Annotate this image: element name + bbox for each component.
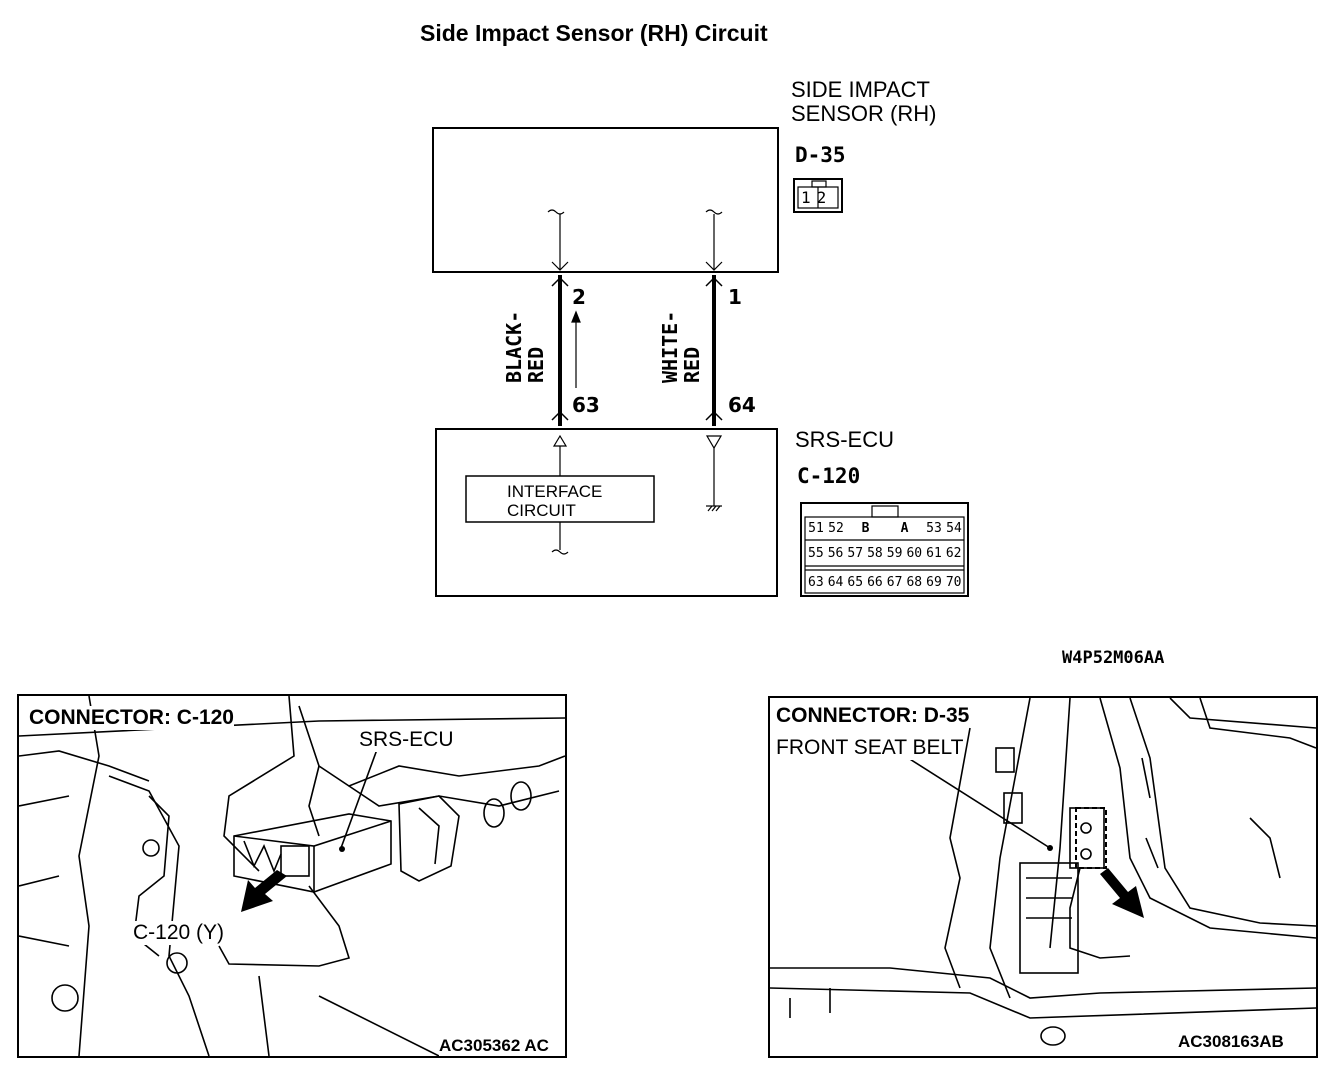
c120-pin: 55	[808, 546, 824, 561]
c120-location-arrow	[241, 870, 287, 912]
c120-pin: 60	[906, 546, 923, 561]
diagram-title: Side Impact Sensor (RH) Circuit	[420, 20, 768, 46]
c120-pin: 53	[926, 521, 942, 536]
d35-pin-1: 1	[801, 188, 811, 207]
photo-d35-id: AC308163AB	[1178, 1032, 1284, 1052]
d35-connector-icon	[793, 178, 843, 213]
sensor-internal-wires	[547, 209, 723, 271]
wire-color-line2: RED	[524, 346, 548, 383]
wire-color-line2: RED	[680, 346, 704, 383]
c120-pin: 51	[808, 521, 824, 536]
c120-pin: 65	[847, 575, 864, 590]
c120-pin: 64	[827, 575, 844, 590]
photo-d35-part-label: FRONT SEAT BELT	[776, 736, 964, 760]
ecu-pin-63: 63	[572, 393, 600, 417]
sensor-pin-2: 2	[572, 285, 586, 309]
c120-pin: B	[861, 521, 870, 536]
figure-id: W4P52M06AA	[1062, 648, 1165, 668]
ecu-connector-code: C-120	[797, 464, 861, 488]
wire-color-line1: WHITE-	[658, 310, 682, 383]
wire-color-line1: BLACK-	[502, 310, 526, 383]
c120-pin: 61	[926, 546, 942, 561]
c120-pin: 52	[828, 521, 844, 536]
c120-row1: 51 52 B A 53 54	[806, 519, 964, 538]
interface-line2: CIRCUIT	[507, 501, 576, 520]
photo-d35-heading: CONNECTOR: D-35	[776, 704, 970, 728]
c120-pin-grid: 51 52 B A 53 54 55 56 57 58 59 60 61 62 …	[806, 519, 964, 592]
harness-wires	[558, 275, 716, 426]
c120-pin: 63	[808, 575, 824, 590]
photo-connector-c120: CONNECTOR: C-120 SRS-ECU C-120 (Y) AC305…	[17, 694, 567, 1058]
c120-pin: 59	[886, 546, 903, 561]
sensor-pin-1: 1	[728, 285, 742, 309]
wire-color-black-red: BLACK- RED	[502, 310, 548, 383]
sensor-name-line1: SIDE IMPACT	[791, 77, 930, 102]
photo-d35-drawing	[770, 698, 1316, 1046]
sensor-connector-code: D-35	[795, 143, 846, 167]
photo-c120-heading: CONNECTOR: C-120	[29, 706, 234, 730]
interface-circuit-label: INTERFACE CIRCUIT	[507, 482, 602, 520]
sensor-name-line2: SENSOR (RH)	[791, 101, 937, 126]
wire-color-white-red: WHITE- RED	[658, 310, 704, 383]
c120-pin: 67	[886, 575, 903, 590]
ecu-pin-64: 64	[728, 393, 756, 417]
c120-pin: 57	[847, 546, 864, 561]
photo-c120-drawing	[19, 696, 565, 1056]
current-direction-arrow	[571, 310, 581, 388]
photo-c120-id: AC305362 AC	[439, 1036, 549, 1056]
photo-c120-connector-label: C-120 (Y)	[133, 921, 225, 945]
c120-pin: A	[900, 521, 909, 536]
c120-pin: 62	[945, 546, 962, 561]
interface-line1: INTERFACE	[507, 482, 603, 501]
c120-connector-frame	[800, 502, 969, 597]
c120-pin: 70	[945, 575, 962, 590]
ecu-internal-wires	[551, 434, 723, 555]
ecu-box	[435, 428, 778, 597]
sensor-box	[432, 127, 779, 273]
c120-pin: 68	[906, 575, 923, 590]
photo-c120-ecu-label: SRS-ECU	[359, 728, 454, 752]
c120-pin: 69	[926, 575, 942, 590]
sensor-name: SIDE IMPACT SENSOR (RH)	[791, 78, 936, 126]
ecu-name: SRS-ECU	[795, 427, 895, 452]
c120-row2: 55 56 57 58 59 60 61 62	[806, 544, 964, 563]
d35-pin-2: 2	[816, 188, 827, 207]
c120-pin: 54	[946, 521, 962, 536]
c120-pin: 56	[827, 546, 844, 561]
c120-pin: 66	[867, 575, 883, 590]
c120-row3: 63 64 65 66 67 68 69 70	[806, 573, 964, 592]
photo-connector-d35: CONNECTOR: D-35 FRONT SEAT BELT AC308163…	[768, 696, 1318, 1058]
c120-pin: 58	[867, 546, 883, 561]
d35-location-arrow	[1100, 868, 1144, 918]
